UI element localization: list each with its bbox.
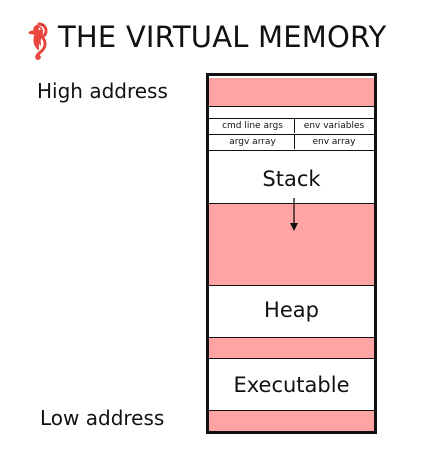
stack-heap-free-region [209, 203, 374, 285]
divider [209, 285, 374, 286]
low-address-label: Low address [40, 406, 165, 430]
virtual-memory-diagram: cmd line args env variables argv array e… [206, 73, 377, 434]
stack-segment-label: Stack [262, 167, 321, 191]
cell-divider [294, 119, 295, 133]
heap-segment-label: Heap [264, 298, 319, 322]
seahorse-icon [28, 22, 48, 60]
divider [209, 337, 374, 338]
env-array-cell: env array [312, 137, 356, 147]
page-title: THE VIRTUAL MEMORY [58, 20, 387, 54]
bottom-free-region [209, 410, 374, 431]
divider [209, 203, 374, 204]
heap-free-region [209, 337, 374, 358]
high-address-label: High address [37, 79, 168, 103]
divider [209, 106, 374, 107]
stack-growth-arrow-icon [290, 198, 298, 231]
divider [209, 358, 374, 359]
argv-array-cell: argv array [229, 137, 276, 147]
divider [209, 150, 374, 151]
env-variables-cell: env variables [303, 121, 365, 131]
divider [209, 118, 374, 119]
executable-segment-label: Executable [233, 373, 350, 397]
divider [209, 134, 374, 135]
divider [209, 410, 374, 411]
top-free-region [209, 78, 374, 106]
cell-divider [294, 135, 295, 149]
cmd-line-args-cell: cmd line args [222, 121, 283, 131]
